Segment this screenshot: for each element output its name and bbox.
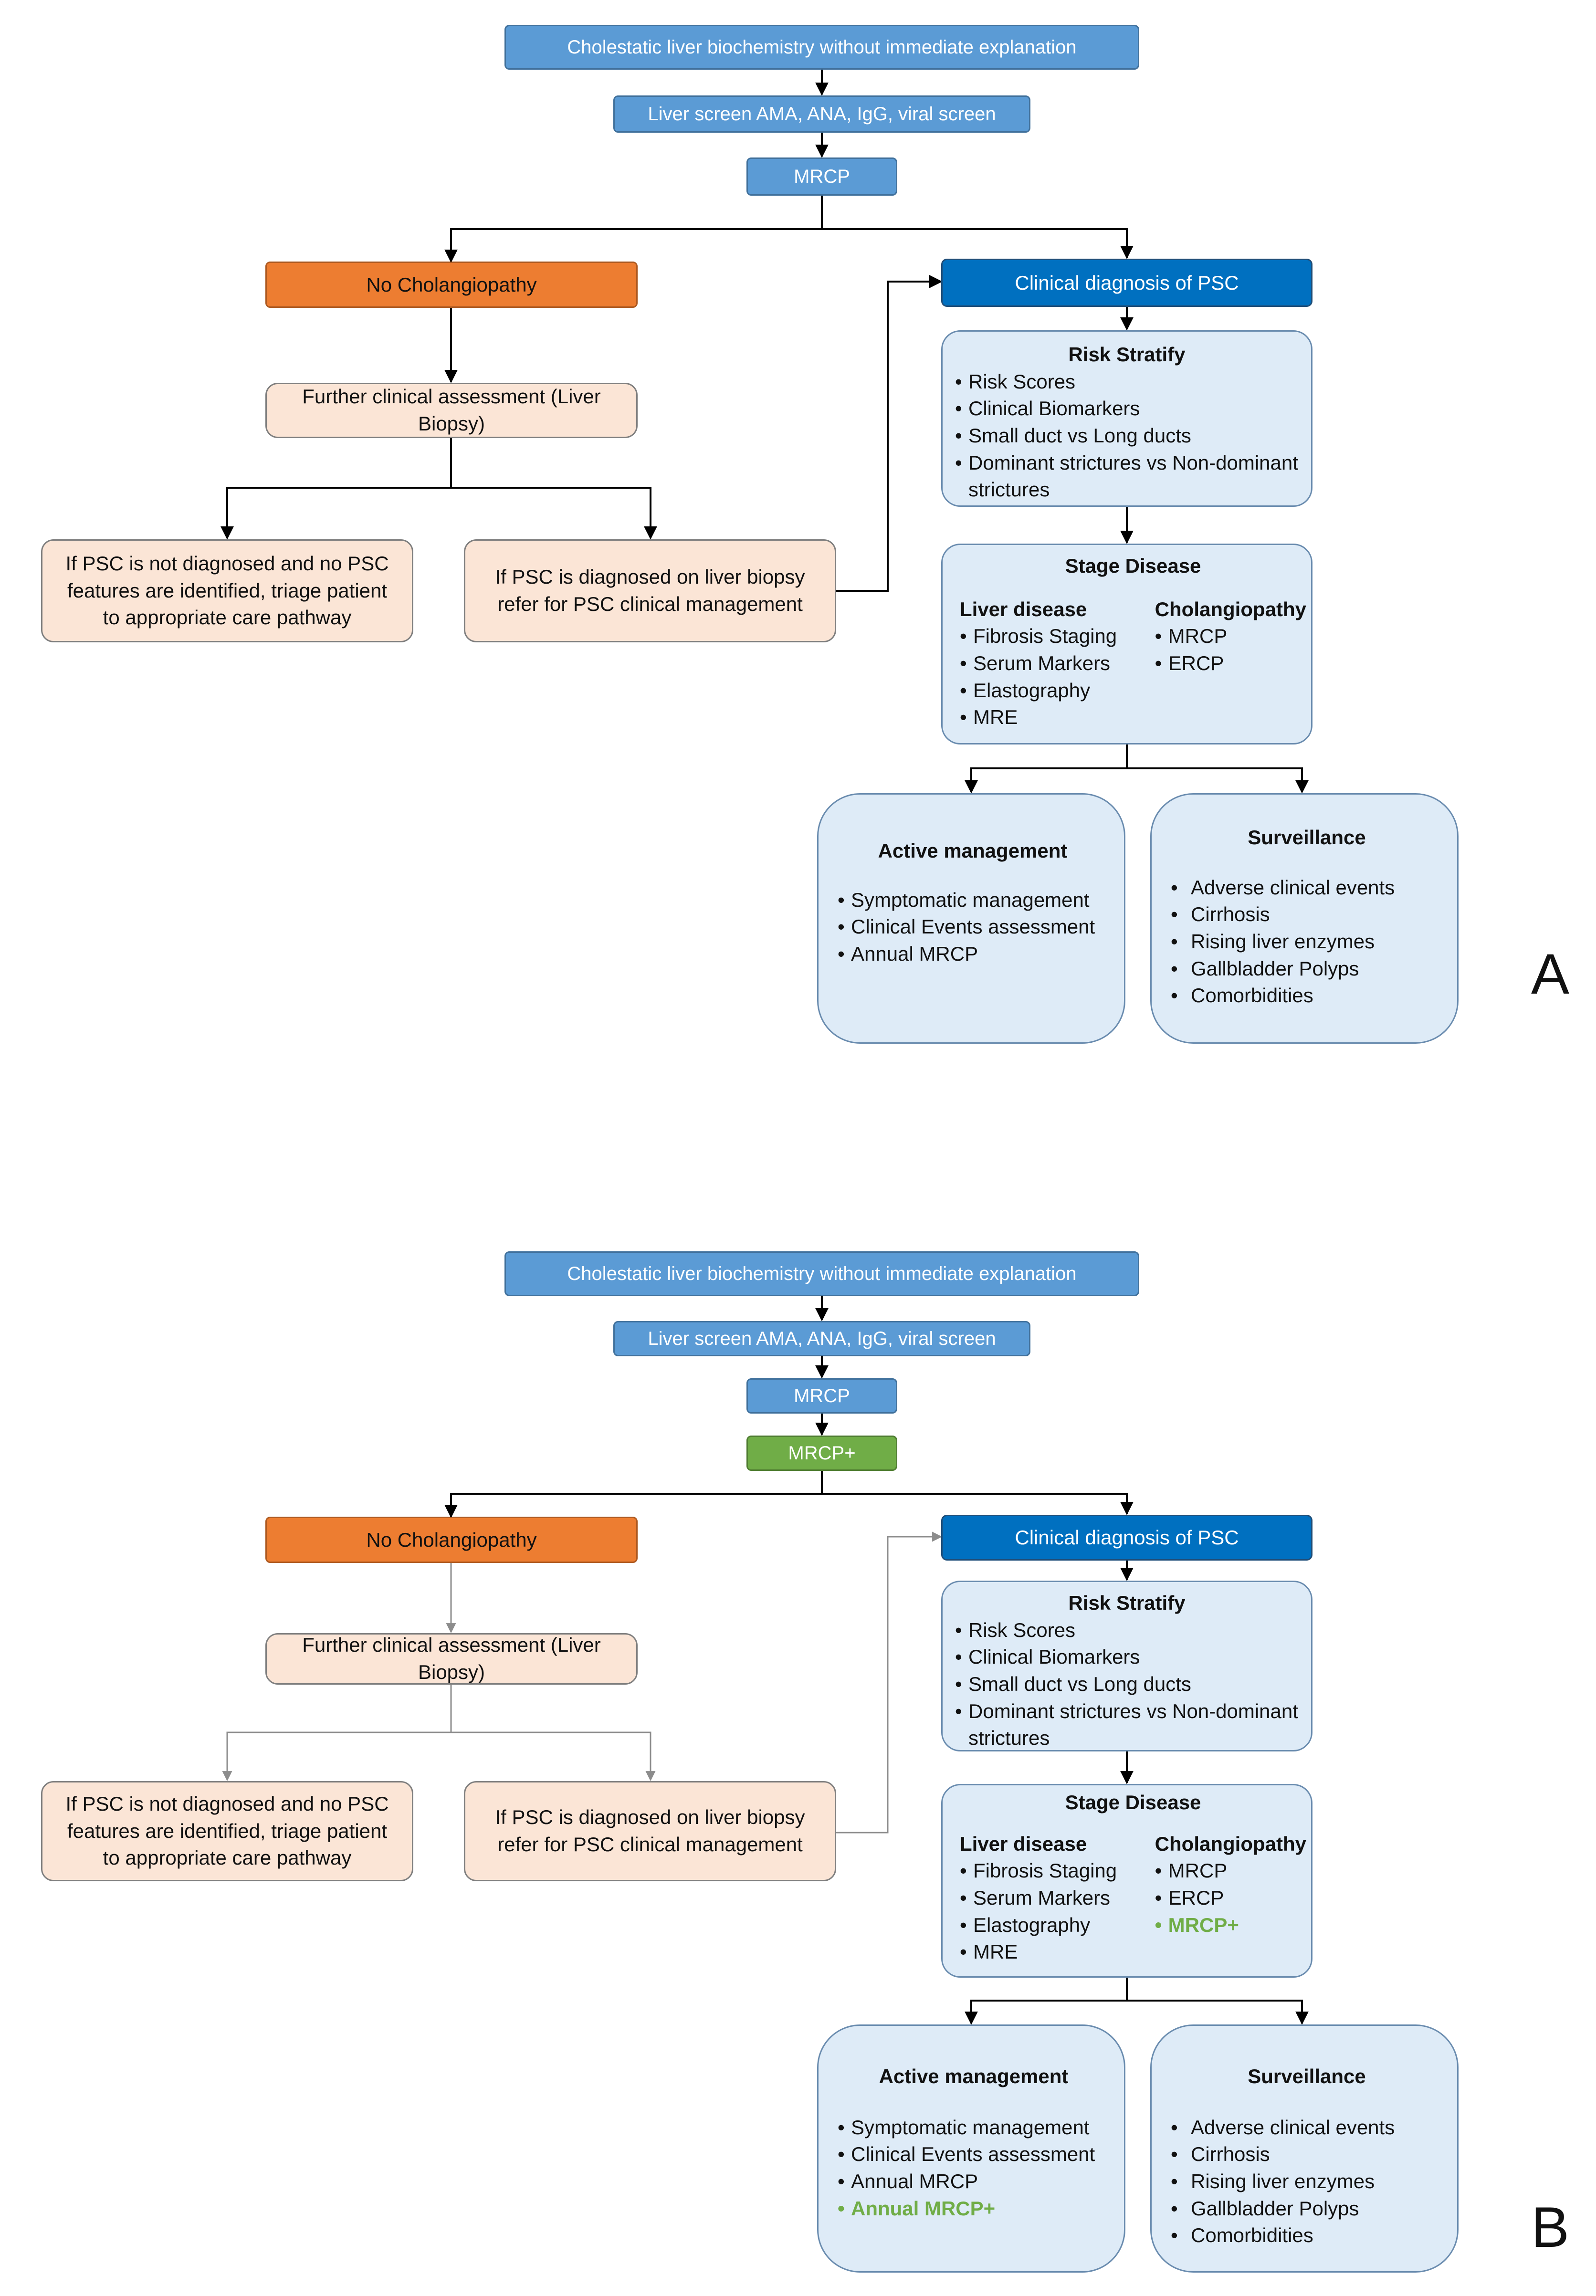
no-cholangiopathy-box: No Cholangiopathy [265, 1517, 638, 1563]
liver-disease-list: Fibrosis Staging Serum Markers Elastogra… [960, 623, 1155, 731]
surveillance-list: Adverse clinical events Cirrhosis Rising… [1171, 2114, 1443, 2249]
list-item: Comorbidities [1171, 982, 1443, 1009]
list-item: Dominant strictures vs Non-dominant stri… [955, 450, 1299, 503]
risk-stratify-box: Risk Stratify Risk Scores Clinical Bioma… [941, 1581, 1312, 1751]
psc-not-diagnosed-box: If PSC is not diagnosed and no PSC featu… [41, 539, 413, 642]
risk-stratify-box: Risk Stratify Risk Scores Clinical Bioma… [941, 330, 1312, 507]
list-item: Comorbidities [1171, 2222, 1443, 2249]
active-management-list: Symptomatic management Clinical Events a… [838, 2114, 1110, 2223]
active-management-title: Active management [878, 839, 1068, 862]
cholangiopathy-column: Cholangiopathy MRCP ERCP [1155, 596, 1306, 731]
list-item: Elastography [960, 1912, 1155, 1939]
liver-disease-list: Fibrosis Staging Serum Markers Elastogra… [960, 1857, 1155, 1966]
further-assessment-box: Further clinical assessment (Liver Biops… [265, 1633, 638, 1685]
mrcp-box: MRCP [746, 1378, 897, 1414]
cholangiopathy-column: Cholangiopathy MRCP ERCP MRCP+ [1155, 1831, 1306, 1966]
no-cholangiopathy-box: No Cholangiopathy [265, 262, 638, 308]
list-item: Adverse clinical events [1171, 2114, 1443, 2141]
list-item: Fibrosis Staging [960, 623, 1155, 650]
list-item: Cirrhosis [1171, 901, 1443, 928]
list-item: Clinical Events assessment [838, 2141, 1110, 2168]
list-item: ERCP [1155, 650, 1306, 677]
list-item-mrcp-plus: MRCP+ [1155, 1912, 1306, 1939]
list-item: Fibrosis Staging [960, 1857, 1155, 1885]
surveillance-title: Surveillance [1248, 826, 1366, 849]
list-item: Clinical Biomarkers [955, 395, 1299, 422]
liver-disease-column: Liver disease Fibrosis Staging Serum Mar… [960, 1831, 1155, 1966]
surveillance-title: Surveillance [1248, 2065, 1366, 2087]
list-item: Serum Markers [960, 1885, 1155, 1912]
list-item: Gallbladder Polyps [1171, 2195, 1443, 2223]
surveillance-box: Surveillance Adverse clinical events Cir… [1150, 2024, 1459, 2273]
list-item: Annual MRCP [838, 2168, 1110, 2195]
psc-not-diagnosed-box: If PSC is not diagnosed and no PSC featu… [41, 1781, 413, 1881]
list-item: Elastography [960, 677, 1155, 704]
list-item: Small duct vs Long ducts [955, 1671, 1299, 1698]
panel-a: Cholestatic liver biochemistry without i… [0, 0, 1596, 1148]
list-item: MRE [960, 1939, 1155, 1966]
list-item: Risk Scores [955, 1617, 1299, 1644]
list-item: MRCP [1155, 623, 1306, 650]
risk-stratify-title: Risk Stratify [1068, 1592, 1186, 1614]
stage-disease-columns: Liver disease Fibrosis Staging Serum Mar… [960, 1831, 1306, 1966]
cholangiopathy-title: Cholangiopathy [1155, 1832, 1306, 1855]
surveillance-list: Adverse clinical events Cirrhosis Rising… [1171, 874, 1443, 1009]
active-management-title: Active management [879, 2065, 1069, 2087]
active-management-box: Active management Symptomatic management… [817, 2024, 1125, 2273]
mrcp-box: MRCP [746, 157, 897, 196]
liver-screen-box: Liver screen AMA, ANA, IgG, viral screen [613, 1321, 1030, 1356]
panel-a-label: A [1531, 942, 1570, 1006]
cholangiopathy-title: Cholangiopathy [1155, 598, 1306, 620]
list-item: Adverse clinical events [1171, 874, 1443, 902]
start-box: Cholestatic liver biochemistry without i… [504, 25, 1139, 70]
surveillance-box: Surveillance Adverse clinical events Cir… [1150, 793, 1459, 1044]
further-assessment-box: Further clinical assessment (Liver Biops… [265, 383, 638, 438]
list-item: MRE [960, 704, 1155, 731]
list-item: Clinical Events assessment [838, 913, 1108, 941]
psc-diagnosed-biopsy-box: If PSC is diagnosed on liver biopsy refe… [464, 539, 836, 642]
psc-diagnosed-biopsy-box: If PSC is diagnosed on liver biopsy refe… [464, 1781, 836, 1881]
mrcp-plus-box: MRCP+ [746, 1436, 897, 1471]
list-item: Symptomatic management [838, 2114, 1110, 2141]
list-item: Rising liver enzymes [1171, 928, 1443, 955]
liver-disease-column: Liver disease Fibrosis Staging Serum Mar… [960, 596, 1155, 731]
start-box: Cholestatic liver biochemistry without i… [504, 1251, 1139, 1296]
liver-disease-title: Liver disease [960, 598, 1087, 620]
list-item: Annual MRCP [838, 941, 1108, 968]
stage-disease-box: Stage Disease Liver disease Fibrosis Sta… [941, 544, 1312, 744]
cholangiopathy-list: MRCP ERCP [1155, 623, 1306, 677]
clinical-diagnosis-box: Clinical diagnosis of PSC [941, 259, 1312, 307]
list-item: Serum Markers [960, 650, 1155, 677]
list-item: Rising liver enzymes [1171, 2168, 1443, 2195]
active-management-box: Active management Symptomatic management… [817, 793, 1125, 1044]
risk-stratify-list: Risk Scores Clinical Biomarkers Small du… [955, 1617, 1299, 1752]
clinical-diagnosis-box: Clinical diagnosis of PSC [941, 1515, 1312, 1561]
cholangiopathy-list: MRCP ERCP MRCP+ [1155, 1857, 1306, 1939]
panel-b: Cholestatic liver biochemistry without i… [0, 1227, 1596, 2296]
active-management-list: Symptomatic management Clinical Events a… [838, 887, 1108, 968]
list-item: Risk Scores [955, 368, 1299, 396]
stage-disease-columns: Liver disease Fibrosis Staging Serum Mar… [960, 596, 1306, 731]
stage-disease-title: Stage Disease [1065, 555, 1201, 577]
list-item: Gallbladder Polyps [1171, 955, 1443, 983]
stage-disease-title: Stage Disease [1065, 1791, 1201, 1814]
stage-disease-box: Stage Disease Liver disease Fibrosis Sta… [941, 1784, 1312, 1978]
list-item: Dominant strictures vs Non-dominant stri… [955, 1698, 1299, 1752]
list-item: MRCP [1155, 1857, 1306, 1885]
liver-screen-box: Liver screen AMA, ANA, IgG, viral screen [613, 95, 1030, 133]
list-item: Small duct vs Long ducts [955, 422, 1299, 450]
list-item: ERCP [1155, 1885, 1306, 1912]
panel-b-label: B [1531, 2195, 1570, 2259]
liver-disease-title: Liver disease [960, 1832, 1087, 1855]
list-item-annual-mrcp-plus: Annual MRCP+ [838, 2195, 1110, 2223]
list-item: Clinical Biomarkers [955, 1644, 1299, 1671]
risk-stratify-title: Risk Stratify [1068, 343, 1186, 366]
risk-stratify-list: Risk Scores Clinical Biomarkers Small du… [955, 368, 1299, 503]
list-item: Cirrhosis [1171, 2141, 1443, 2168]
list-item: Symptomatic management [838, 887, 1108, 914]
